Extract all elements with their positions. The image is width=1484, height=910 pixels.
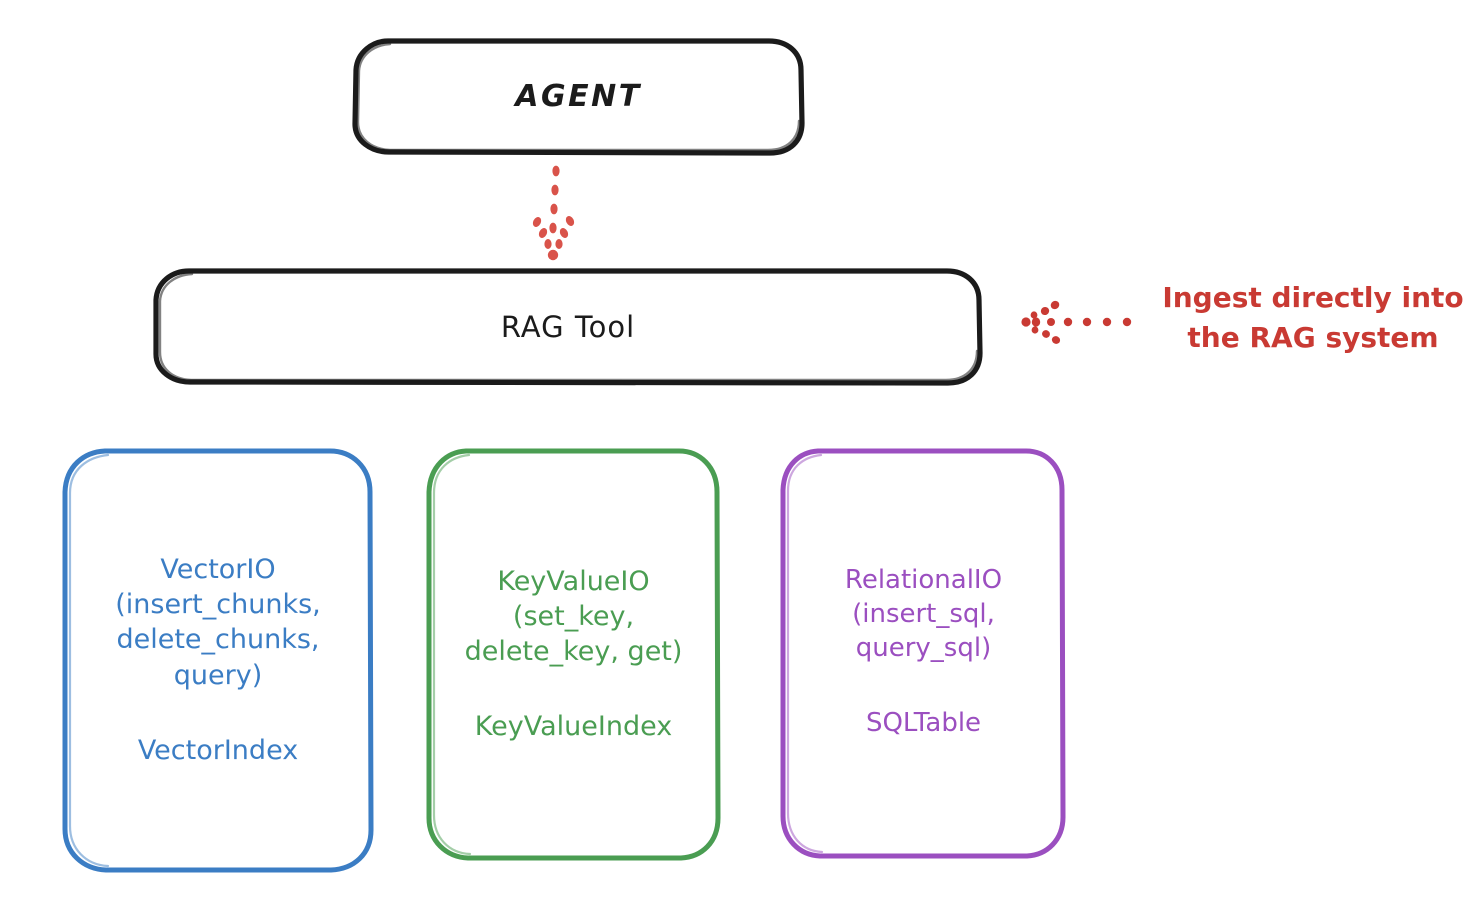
rag-tool-node[interactable]: RAG Tool bbox=[156, 270, 980, 383]
vector-io-api-label: VectorIO (insert_chunks, delete_chunks, … bbox=[115, 554, 321, 691]
vector-io-node[interactable]: VectorIO (insert_chunks, delete_chunks, … bbox=[65, 450, 371, 870]
agent-to-rag-dotted-arrow bbox=[532, 165, 575, 261]
sql-table-label: SQLTable bbox=[865, 708, 982, 739]
agent-label: AGENT bbox=[515, 79, 642, 114]
relational-io-node[interactable]: RelationalIO (insert_sql, query_sql) SQL… bbox=[783, 450, 1064, 855]
ingest-dotted-arrow bbox=[1021, 300, 1132, 344]
key-value-io-api-label: KeyValueIO (set_key, delete_key, get) bbox=[464, 565, 683, 667]
agent-node[interactable]: AGENT bbox=[355, 40, 802, 153]
rag-tool-label: RAG Tool bbox=[500, 309, 636, 344]
relational-io-api-label: RelationalIO (insert_sql, query_sql) bbox=[844, 564, 1003, 663]
key-value-index-label: KeyValueIndex bbox=[474, 711, 673, 743]
ingest-annotation-text: Ingest directly into the RAG system bbox=[1162, 281, 1464, 354]
vector-index-label: VectorIndex bbox=[137, 734, 299, 766]
key-value-io-node[interactable]: KeyValueIO (set_key, delete_key, get) Ke… bbox=[428, 450, 719, 858]
